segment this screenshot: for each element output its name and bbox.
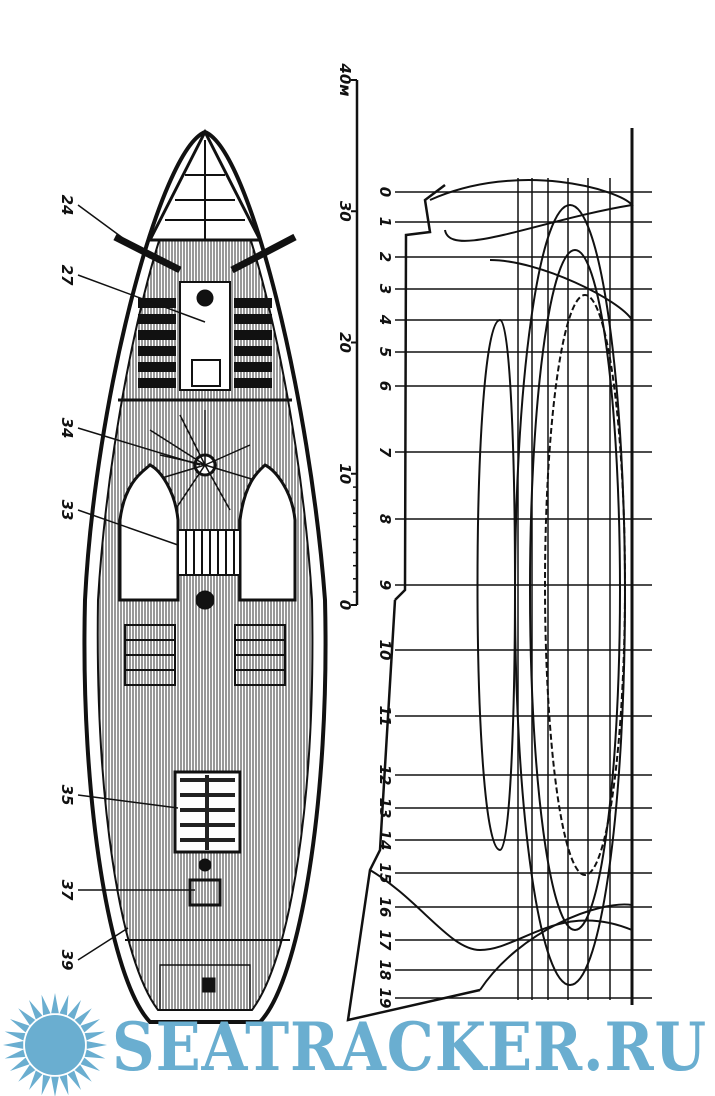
scale-tick-label: 40м	[336, 62, 354, 96]
sun-logo-icon	[3, 993, 107, 1096]
sun-ray	[18, 1064, 36, 1082]
sun-ray	[9, 1057, 30, 1071]
sun-ray	[18, 1008, 36, 1026]
station-label: 1	[376, 217, 394, 227]
cathead-port	[113, 233, 182, 274]
sun-ray	[51, 993, 59, 1014]
capstan	[149, 410, 256, 511]
callout-label: 39	[58, 950, 76, 971]
sun-ray	[4, 1049, 26, 1059]
station-label: 13	[376, 798, 394, 819]
scale-tick-label: 0	[336, 600, 354, 610]
sun-ray	[74, 1008, 92, 1026]
keel-profile	[346, 184, 481, 1022]
callouts	[77, 204, 206, 961]
watermark-text: SEATRACKER.RU	[112, 1008, 707, 1086]
sun-ray	[3, 1041, 24, 1049]
scale-tick-label: 30	[336, 201, 354, 222]
sun-ray	[41, 994, 51, 1016]
station-label: 0	[376, 187, 394, 197]
scale-tick-label: 20	[336, 332, 354, 353]
station-label: 4	[376, 314, 394, 325]
sun-ray	[86, 1041, 107, 1049]
station-label: 17	[376, 930, 394, 951]
sun-ray	[29, 1070, 43, 1091]
station-label: 15	[376, 863, 394, 884]
sun-ray	[9, 1019, 30, 1033]
boat-starboard	[238, 463, 297, 602]
sun-ray	[51, 1076, 59, 1096]
watermark: SEATRACKER.RU	[3, 993, 707, 1096]
station-label: 8	[376, 514, 394, 524]
lines-plan	[346, 128, 652, 1022]
callout-label: 37	[58, 880, 76, 901]
sun-ray	[41, 1074, 51, 1096]
station-label: 14	[376, 830, 394, 851]
callout-label: 24	[58, 195, 76, 216]
station-label: 9	[376, 580, 394, 590]
callout-label: 34	[58, 418, 76, 439]
cathead-starboard	[230, 233, 297, 274]
station-label: 5	[376, 347, 394, 357]
sun-ray	[67, 999, 81, 1020]
station-label: 7	[376, 447, 394, 458]
sun-ray	[80, 1019, 101, 1033]
station-label: 16	[376, 897, 394, 918]
scale-bar: 0 10 20 30 40м	[336, 62, 359, 610]
scale-tick-label: 10	[336, 463, 354, 484]
station-label: 12	[376, 765, 394, 786]
sun-ray	[4, 1031, 26, 1041]
sun-ray	[59, 1074, 69, 1096]
callout-label: 27	[58, 265, 76, 286]
station-label: 2	[376, 252, 394, 262]
station-label: 6	[376, 381, 394, 391]
sun-ray	[74, 1064, 92, 1082]
boat-port	[118, 463, 180, 602]
station-label: 3	[376, 284, 394, 294]
sun-ray	[67, 1070, 81, 1091]
sun-ray	[29, 999, 43, 1020]
station-label: 10	[376, 640, 394, 661]
station-label: 11	[376, 706, 394, 727]
sun-ray	[84, 1049, 106, 1059]
sun-ray	[59, 994, 69, 1016]
sun-ray	[80, 1057, 101, 1071]
gratings	[138, 298, 272, 388]
station-label: 18	[376, 960, 394, 981]
station-label: 19	[376, 988, 394, 1009]
sun-ray	[84, 1031, 106, 1041]
deck-plan	[82, 128, 328, 1024]
callout-label: 35	[58, 785, 76, 806]
callout-label: 33	[58, 500, 76, 521]
